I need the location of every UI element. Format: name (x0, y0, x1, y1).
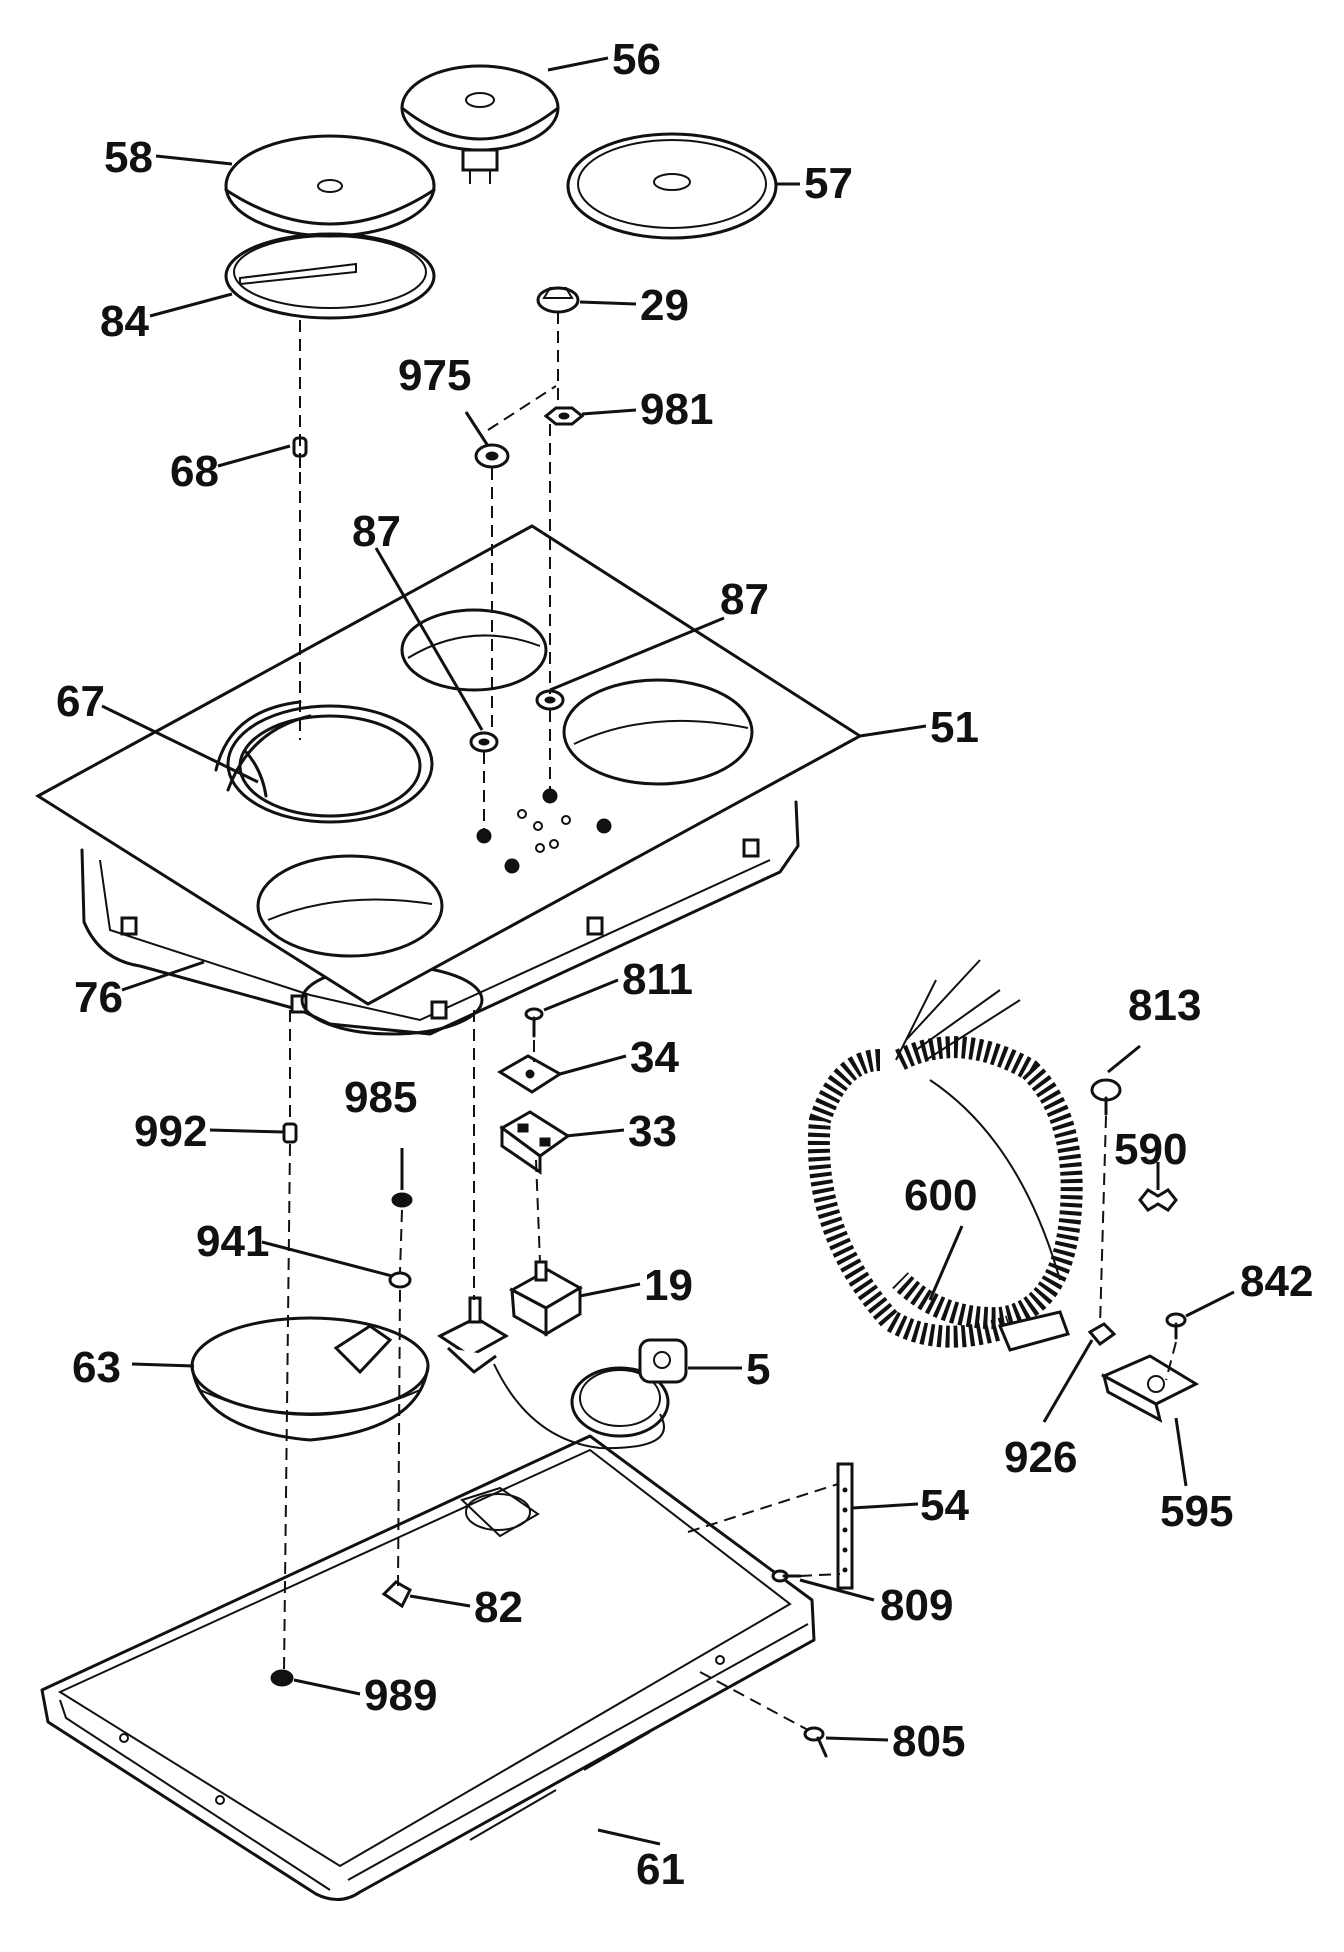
callout-57: 57 (804, 159, 853, 208)
callout-63: 63 (72, 1343, 121, 1392)
callout-813: 813 (1128, 981, 1201, 1030)
nut-926 (1087, 1322, 1117, 1347)
reflector-pan-63 (190, 1316, 430, 1442)
screw-842 (1165, 1312, 1187, 1340)
lockwasher-590 (1138, 1188, 1178, 1212)
drip-ring-84 (224, 232, 436, 320)
knob-29 (536, 286, 580, 314)
callout-926: 926 (1004, 1433, 1077, 1482)
callout-992: 992 (134, 1107, 207, 1156)
screw-805 (803, 1726, 828, 1758)
nut-981 (543, 406, 585, 426)
callout-981: 981 (640, 385, 713, 434)
grommet-87-left (469, 731, 499, 753)
screw-809 (771, 1569, 802, 1583)
callout-5: 5 (746, 1345, 770, 1394)
ring-clip-67 (214, 700, 312, 798)
callout-68: 68 (170, 447, 219, 496)
callout-989: 989 (364, 1671, 437, 1720)
callout-811: 811 (622, 955, 693, 1004)
strap-54 (836, 1462, 854, 1590)
callout-975: 975 (398, 351, 471, 400)
callout-87-right: 87 (720, 575, 769, 624)
clip-82 (381, 1580, 412, 1609)
bracket-595 (1100, 1354, 1200, 1423)
callout-87-left: 87 (352, 507, 401, 556)
screw-811 (524, 1007, 544, 1038)
washer-941 (388, 1271, 412, 1289)
burner-opening-left-front (256, 854, 444, 958)
callout-941: 941 (196, 1217, 269, 1266)
callout-33: 33 (628, 1107, 677, 1156)
burner-opening-right-rear (400, 608, 548, 692)
callout-76: 76 (74, 973, 123, 1022)
screw-813 (1090, 1078, 1122, 1116)
bracket-34 (497, 1054, 563, 1094)
callout-19: 19 (644, 1261, 693, 1310)
nut-989 (270, 1669, 294, 1687)
callout-82: 82 (474, 1583, 523, 1632)
callout-29: 29 (640, 281, 689, 330)
pin-992 (282, 1122, 298, 1144)
callout-67: 67 (56, 677, 105, 726)
washer-985 (391, 1192, 413, 1208)
callout-58: 58 (104, 133, 153, 182)
infinite-switch-left (437, 1296, 665, 1450)
callout-34: 34 (630, 1033, 679, 1082)
callout-590: 590 (1114, 1125, 1187, 1174)
leader-lines (101, 56, 1235, 1846)
surface-unit-56 (400, 64, 560, 184)
callout-805: 805 (892, 1717, 965, 1766)
switch-33 (499, 1110, 571, 1175)
conduit-600 (807, 959, 1083, 1352)
surface-unit-57 (566, 132, 778, 240)
assembly-lines (283, 312, 1177, 1731)
callout-985: 985 (344, 1073, 417, 1122)
callout-51: 51 (930, 703, 979, 752)
burner-opening-right-front (562, 678, 754, 786)
thermostat-5 (570, 1338, 688, 1438)
surface-unit-58 (224, 134, 436, 238)
callout-56: 56 (612, 35, 661, 84)
callout-54: 54 (920, 1481, 969, 1530)
callout-595: 595 (1160, 1487, 1233, 1536)
grommet-87-right (535, 689, 565, 711)
callout-labels: 56 58 57 84 29 975 981 68 87 87 67 51 76… (56, 35, 1313, 1894)
callout-600: 600 (904, 1171, 977, 1220)
bottom-pan-61 (40, 1434, 816, 1901)
callout-809: 809 (880, 1581, 953, 1630)
callout-61: 61 (636, 1845, 685, 1894)
callout-84: 84 (100, 297, 149, 346)
callout-842: 842 (1240, 1257, 1313, 1306)
switch-19 (508, 1260, 584, 1337)
washer-975 (474, 443, 510, 469)
